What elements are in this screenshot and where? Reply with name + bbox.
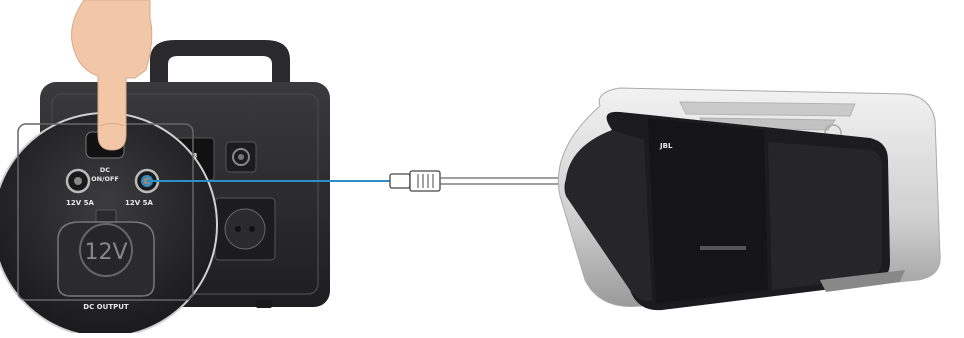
power-station: 888 DC ON/OFF 12V 5A [0,0,330,333]
speaker-brand: JBL [659,142,673,150]
dc-button-label-2: ON/OFF [91,175,119,183]
speaker-grille-right [768,142,882,290]
speaker: JBL [558,88,940,310]
dc-button-label-1: DC [100,166,110,174]
port-left-label: 12V 5A [66,199,94,207]
usb-cable-icon [390,171,570,191]
port-right-label: 12V 5A [125,199,153,207]
dc-output-label: DC OUTPUT [83,303,129,311]
socket-label: 12V [84,240,127,265]
